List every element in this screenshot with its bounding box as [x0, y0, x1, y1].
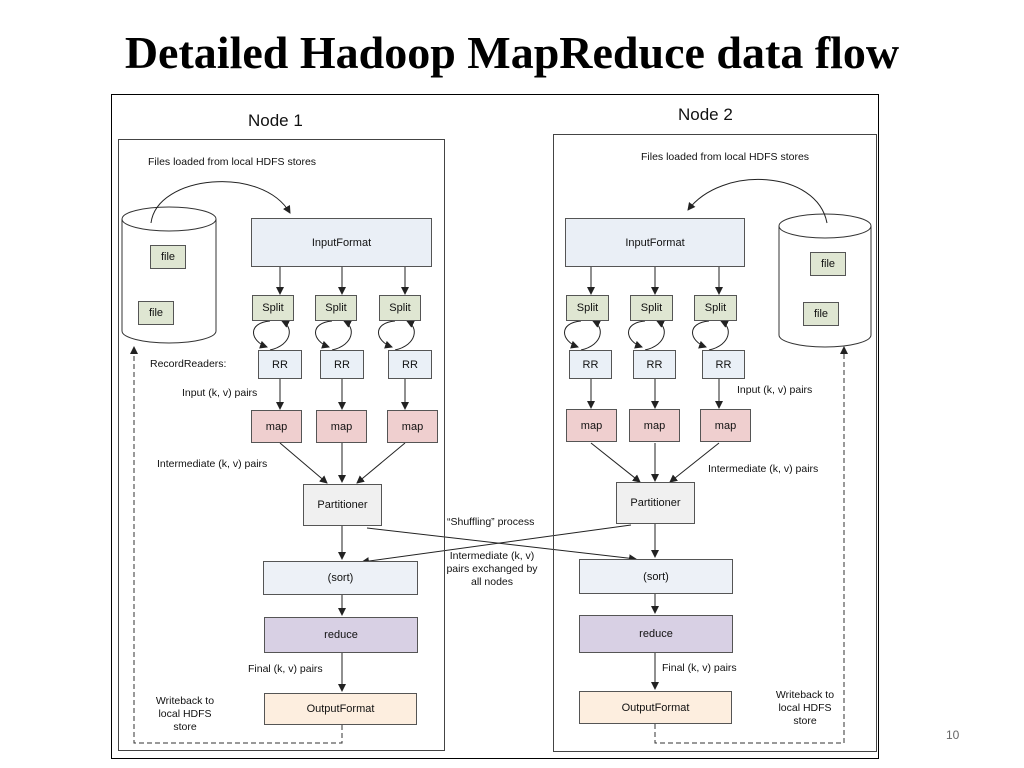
node1-rr-3: RR [388, 350, 432, 379]
node1-panel [118, 139, 445, 751]
node1-writeback-label: Writeback to local HDFS store [155, 695, 215, 733]
node1-inputformat: InputFormat [251, 218, 432, 267]
node2-file-2: file [803, 302, 839, 326]
node1-label: Node 1 [248, 111, 303, 130]
node1-map-1: map [251, 410, 302, 443]
node2-writeback-label: Writeback to local HDFS store [775, 689, 835, 727]
node2-rr-1: RR [569, 350, 612, 379]
node2-split-1: Split [566, 295, 609, 321]
shuffle-arrow-2to1 [361, 524, 632, 566]
node1-rr-2: RR [320, 350, 364, 379]
node1-partitioner: Partitioner [303, 484, 382, 526]
shuffle-description-label: Intermediate (k, v) pairs exchanged by a… [446, 550, 538, 588]
node2-map-3: map [700, 409, 751, 442]
node1-intermediate-pairs-label: Intermediate (k, v) pairs [157, 458, 268, 470]
node1-final-pairs-label: Final (k, v) pairs [248, 663, 323, 675]
node1-map-2: map [316, 410, 367, 443]
mapreduce-diagram: Node 1 Files loaded from local HDFS stor… [111, 94, 879, 759]
node2-split-3: Split [694, 295, 737, 321]
node2-panel [553, 134, 877, 752]
slide-title: Detailed Hadoop MapReduce data flow [124, 27, 900, 78]
node2-outputformat: OutputFormat [579, 691, 732, 724]
node2-rr-3: RR [702, 350, 745, 379]
node1-map-3: map [387, 410, 438, 443]
node1-file-2: file [138, 301, 174, 325]
node2-input-pairs-label: Input (k, v) pairs [737, 384, 813, 396]
node2-split-2: Split [630, 295, 673, 321]
node2-load-arrow [687, 178, 828, 224]
node2-map-2: map [629, 409, 680, 442]
node1-reduce: reduce [264, 617, 418, 653]
node2-file-1: file [810, 252, 846, 276]
node2-writeback-line [654, 346, 848, 744]
node1-input-pairs-label: Input (k, v) pairs [182, 387, 258, 399]
node2-intermediate-pairs-label: Intermediate (k, v) pairs [708, 463, 819, 475]
node2-sort: (sort) [579, 559, 733, 594]
node1-writeback-line [130, 346, 343, 744]
node1-split-1: Split [252, 295, 294, 321]
node1-load-arrow [150, 181, 291, 224]
node1-files-loaded-label: Files loaded from local HDFS stores [148, 156, 317, 168]
page-number: 10 [946, 728, 960, 742]
shuffle-title-label: “Shuffling” process [447, 516, 535, 528]
shuffle-arrow-1to2 [366, 527, 637, 563]
node2-map-1: map [566, 409, 617, 442]
node2-rr-2: RR [633, 350, 676, 379]
node2-hdfs-cylinder [778, 213, 872, 348]
node1-sort: (sort) [263, 561, 418, 595]
node1-recordreaders-label: RecordReaders: [150, 358, 227, 370]
node2-inputformat: InputFormat [565, 218, 745, 267]
node1-split-2: Split [315, 295, 357, 321]
node1-split-3: Split [379, 295, 421, 321]
node2-label: Node 2 [678, 105, 733, 124]
node2-partitioner: Partitioner [616, 482, 695, 524]
node2-files-loaded-label: Files loaded from local HDFS stores [641, 151, 810, 163]
node2-reduce: reduce [579, 615, 733, 653]
node1-rr-1: RR [258, 350, 302, 379]
node1-outputformat: OutputFormat [264, 693, 417, 725]
node2-final-pairs-label: Final (k, v) pairs [662, 662, 737, 674]
node1-file-1: file [150, 245, 186, 269]
